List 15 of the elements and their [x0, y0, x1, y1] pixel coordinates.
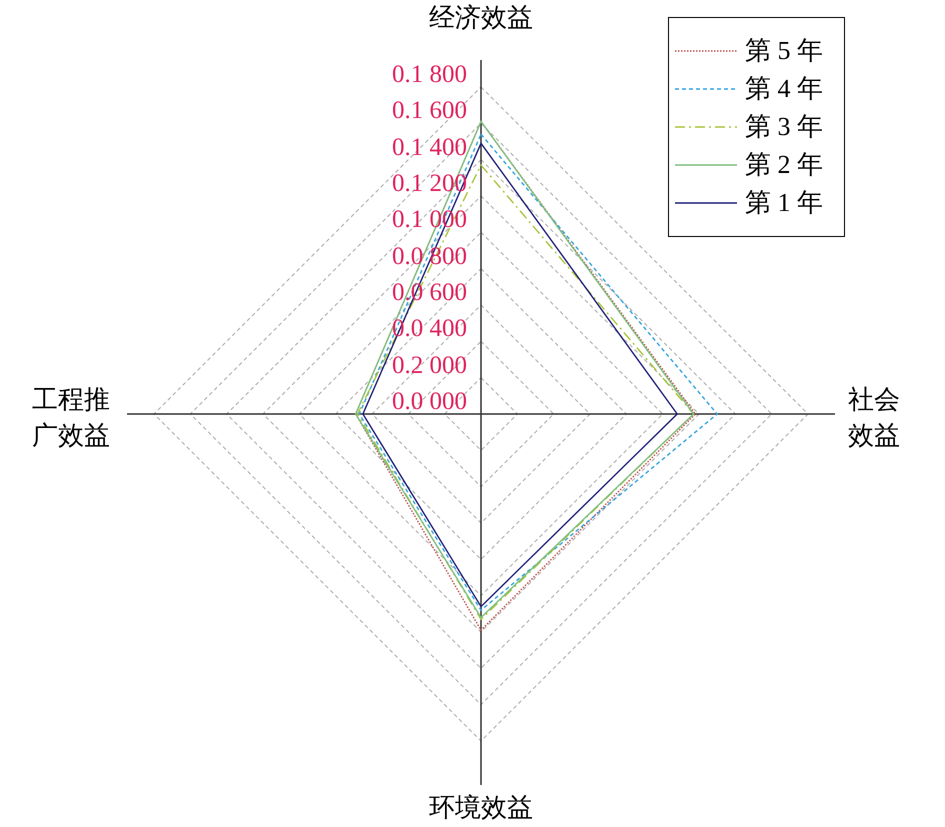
- legend-label: 第 2 年: [745, 152, 823, 178]
- tick-label: 0.1 600: [392, 98, 467, 124]
- tick-label: 0.0 800: [392, 244, 467, 269]
- legend-label: 第 1 年: [745, 190, 823, 216]
- axis-label: 社会效益: [848, 384, 901, 452]
- legend-label: 第 4 年: [745, 76, 823, 102]
- axis-label: 工程推广效益: [32, 384, 111, 452]
- legend-label: 第 5 年: [745, 38, 823, 64]
- axis-label: 经济效益: [428, 2, 534, 34]
- legend-label: 第 3 年: [745, 114, 823, 140]
- tick-label: 0.1 400: [392, 134, 467, 160]
- axis-label: 环境效益: [428, 792, 534, 824]
- tick-label: 0.0 000: [392, 389, 467, 414]
- tick-label: 0.1 800: [392, 62, 467, 87]
- tick-label: 0.2 000: [392, 352, 467, 378]
